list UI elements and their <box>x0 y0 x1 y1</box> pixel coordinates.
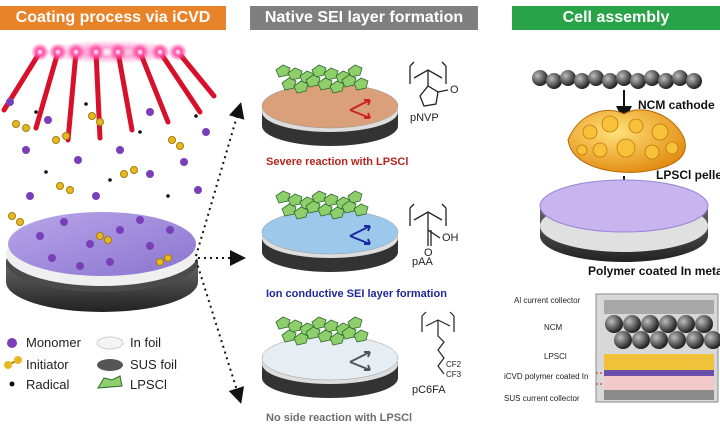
sei-caption-pc6fa: No side reaction with LPSCl <box>266 412 413 424</box>
icvd-lamp-group <box>1 40 217 143</box>
pnvp-label: pNVP <box>410 112 439 124</box>
monomer-legend-icon <box>7 338 17 348</box>
cs-ncm-particle <box>650 331 668 349</box>
ncm-particle <box>644 70 660 86</box>
dotted-arrows <box>195 102 246 404</box>
cs-ncm-particle <box>677 315 695 333</box>
ncm-particle <box>686 73 702 89</box>
sei-disc-paa <box>261 190 399 272</box>
cf3-label: CF3 <box>446 370 462 379</box>
ncm-particle <box>602 73 618 89</box>
legend-in-foil-label: In foil <box>130 335 162 350</box>
gas-molecules <box>6 98 210 226</box>
pnvp-o-label: O <box>450 84 459 96</box>
ncm-particle <box>588 70 604 86</box>
cs-ncm-particle <box>623 315 641 333</box>
cs-sus-label: SUS current collector <box>504 394 580 403</box>
cs-ncm-particle <box>695 315 713 333</box>
legend-lpscl-label: LPSCl <box>130 377 167 392</box>
coating-process-header: Coating process via iCVD <box>0 6 226 30</box>
paa-label: pAA <box>412 256 433 268</box>
coated-in-metal-label: Polymer coated In metal <box>588 264 720 278</box>
pc6fa-structure <box>421 311 455 375</box>
paa-oh-label: OH <box>442 232 459 244</box>
sei-caption-paa: Ion conductive SEI layer formation <box>266 288 447 300</box>
sei-caption-pnvp: Severe reaction with LPSCl <box>266 156 409 168</box>
initiator-legend-icon <box>4 356 22 369</box>
cross-section-ncm-spheres <box>605 315 720 349</box>
cs-ncm-particle <box>668 331 686 349</box>
cs-ncm-particle <box>614 331 632 349</box>
cs-lpscl-label: LPSCl <box>544 352 567 361</box>
cs-ncm-particle <box>632 331 650 349</box>
cs-ncm-particle <box>686 331 704 349</box>
ncm-particle <box>672 70 688 86</box>
ncm-particle <box>630 73 646 89</box>
legend-monomer-label: Monomer <box>26 335 81 350</box>
ncm-particle <box>532 70 548 86</box>
lpscl-legend-icon <box>97 375 123 389</box>
cell-assembly-header: Cell assembly <box>512 6 720 30</box>
ncm-particle <box>658 73 674 89</box>
paa-structure <box>409 203 447 246</box>
legend-sus-foil-label: SUS foil <box>130 357 177 372</box>
ncm-cathode-label: NCM cathode <box>638 98 715 112</box>
ncm-particle <box>546 73 562 89</box>
ncm-cathode-layer <box>532 70 702 89</box>
lpscl-pellet-label: LPSCl pellet <box>656 168 720 182</box>
sei-disc-group <box>261 64 399 398</box>
sei-disc-pc6fa <box>261 316 399 398</box>
cs-ncm-particle <box>659 315 677 333</box>
legend-radical-label: Radical <box>26 377 70 392</box>
coated-substrate-disc <box>6 212 198 312</box>
pnvp-structure <box>409 61 449 107</box>
radical-legend-icon <box>9 381 15 387</box>
sei-formation-header: Native SEI layer formation <box>250 6 478 30</box>
pc6fa-label: pC6FA <box>412 384 446 396</box>
cs-ncm-particle <box>641 315 659 333</box>
cs-ncm-particle <box>704 331 720 349</box>
ncm-particle <box>560 70 576 86</box>
cs-ncm-label: NCM <box>544 323 563 332</box>
sus-foil-legend-icon <box>97 359 123 371</box>
sei-disc-pnvp <box>261 64 399 146</box>
in-foil-legend-icon <box>96 336 124 350</box>
ncm-particle <box>574 73 590 89</box>
paa-o-label: O <box>424 247 433 259</box>
lpscl-pellet <box>567 109 686 173</box>
legend-initiator-label: Initiator <box>26 357 69 372</box>
coated-in-metal-disc <box>539 179 709 262</box>
ncm-particle <box>616 70 632 86</box>
cs-ncm-particle <box>605 315 623 333</box>
cross-section-cell <box>595 293 720 403</box>
legend-icons <box>4 336 124 389</box>
cs-al-label: Al current collector <box>514 296 581 305</box>
cs-icvd-label: iCVD polymer coated In <box>504 372 589 381</box>
cf2-label: CF2 <box>446 360 462 369</box>
